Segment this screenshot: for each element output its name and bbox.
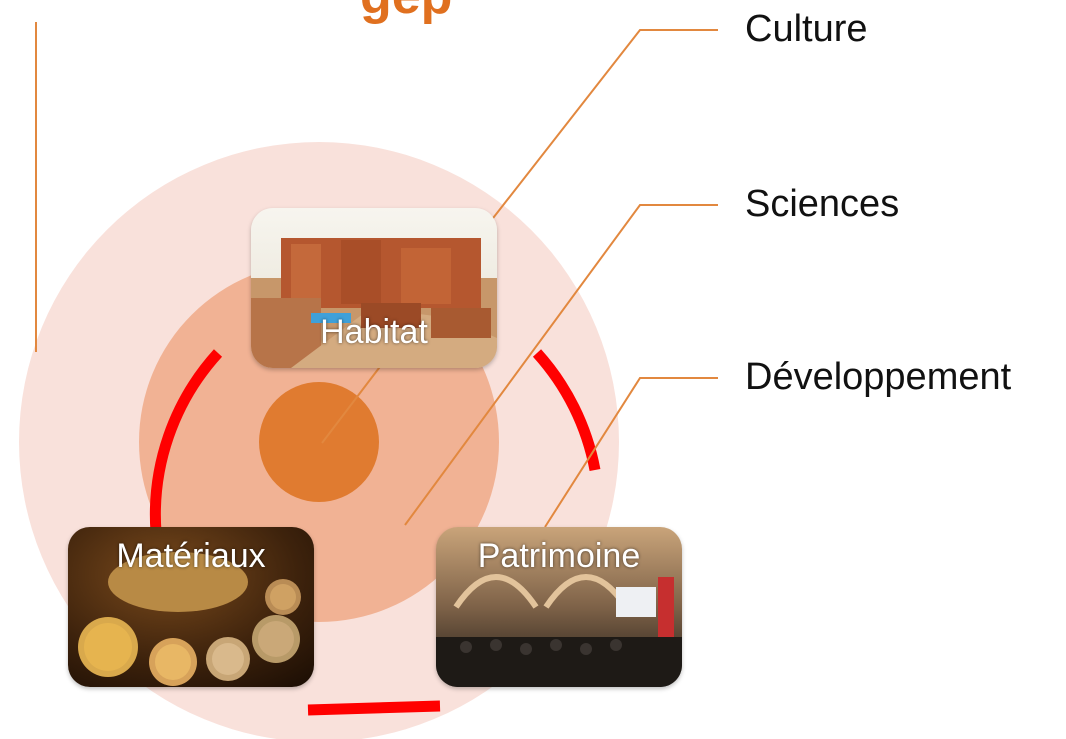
leader-line-developpement: [544, 377, 718, 528]
red-arc-left: [149, 349, 223, 533]
heritage-hall-photo: [436, 527, 682, 687]
label-developpement: Développement: [745, 356, 1012, 398]
card-materiaux-label: Matériaux: [116, 537, 266, 575]
card-patrimoine-label: Patrimoine: [477, 537, 641, 575]
card-materiaux: Matériaux: [68, 527, 314, 687]
red-arc-bottom: [307, 700, 441, 716]
red-arc-right: [532, 349, 601, 472]
label-culture: Culture: [745, 8, 868, 50]
label-sciences: Sciences: [745, 183, 900, 225]
inner-circle: [259, 382, 379, 502]
materials-bowls-photo: [68, 527, 314, 687]
card-habitat-label: Habitat: [320, 313, 428, 351]
card-patrimoine: Patrimoine: [436, 527, 682, 687]
card-habitat: Habitat: [251, 208, 497, 368]
leader-line-sciences: [404, 204, 718, 526]
title-fragment: gep: [360, 0, 452, 26]
construction-site-photo: [251, 208, 497, 368]
